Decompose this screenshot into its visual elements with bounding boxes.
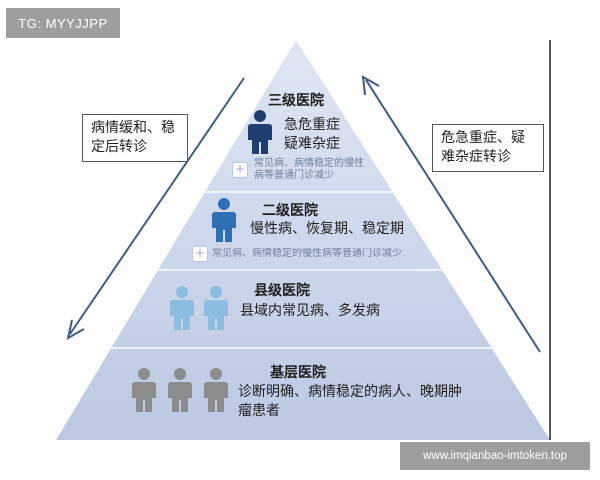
plus-icon: + <box>232 162 248 178</box>
left-arrow-shaft <box>69 77 245 335</box>
left-side-label: 病情缓和、稳定后转诊 <box>82 114 188 162</box>
right-side-label: 危急重症、疑难杂症转诊 <box>432 124 544 172</box>
tier-1-note: 常见病、病情稳定的慢性病等普通门诊减少 <box>254 158 364 181</box>
tier-3-title: 县级医院 <box>254 283 310 299</box>
tier-3-description: 县域内常见病、多发病 <box>240 303 380 319</box>
person-icon <box>170 286 194 330</box>
person-icon <box>212 198 236 242</box>
tier-1-title: 三级医院 <box>268 93 324 109</box>
tier-1-description: 急危重症 疑难杂症 <box>284 117 340 152</box>
person-figures <box>132 110 272 412</box>
left-arrow-head-icon <box>66 319 85 340</box>
tier-2-note: 常见病、病情稳定的慢性病等普通门诊减少 <box>212 248 402 259</box>
person-icon <box>204 286 228 330</box>
tier-4-title: 基层医院 <box>270 365 326 381</box>
tier-2-title: 二级医院 <box>262 203 318 219</box>
tier-4-description: 诊断明确、病情稳定的病人、晚期肿瘤患者 <box>238 384 462 419</box>
plus-icon: + <box>192 246 208 262</box>
person-icon <box>168 368 192 412</box>
person-icon <box>132 368 156 412</box>
pyramid-shape <box>56 40 550 440</box>
bottom-right-watermark: www.imqianbao-imtoken.top <box>400 442 590 470</box>
tier-2-description: 慢性病、恢复期、稳定期 <box>250 221 404 237</box>
person-icon <box>248 110 272 154</box>
right-arrow-shaft <box>365 79 541 353</box>
right-arrow-head-icon <box>361 75 380 96</box>
person-icon <box>204 368 228 412</box>
top-left-watermark: TG: MYYJJPP <box>6 8 120 38</box>
